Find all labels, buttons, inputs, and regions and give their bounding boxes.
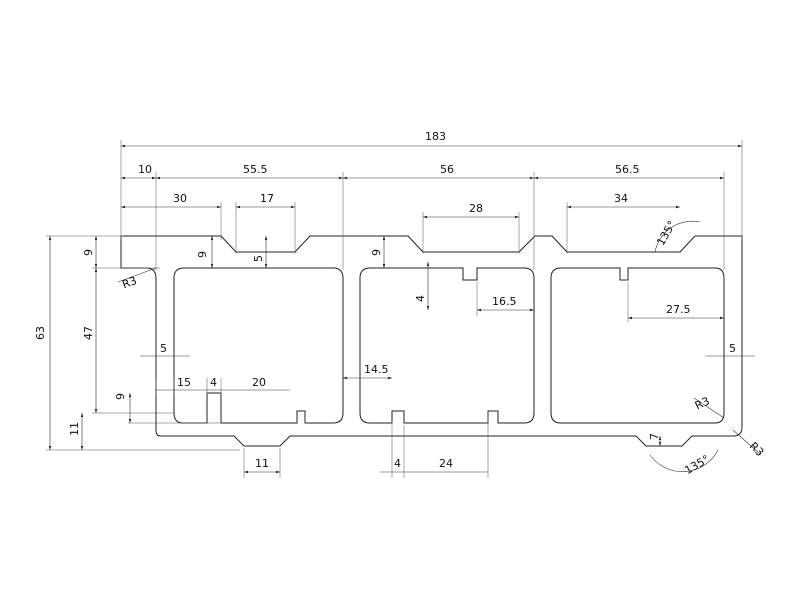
label-r3-inner: R3	[693, 394, 712, 412]
arc-135-top	[654, 220, 701, 253]
label-r3-outer: R3	[747, 440, 767, 460]
label-9-left: 9	[82, 249, 95, 256]
extension-lines	[46, 140, 743, 478]
label-24: 24	[439, 457, 453, 470]
label-183: 183	[425, 130, 446, 143]
label-135-bottom: 135°	[682, 453, 711, 478]
label-30: 30	[173, 192, 187, 205]
label-47: 47	[82, 326, 95, 340]
dimension-lines	[48, 144, 761, 474]
label-16-5: 16.5	[492, 295, 517, 308]
label-4-tab: 4	[414, 295, 427, 302]
leader-r3-outer	[732, 429, 761, 455]
label-14-5: 14.5	[364, 363, 389, 376]
label-7: 7	[648, 433, 661, 440]
label-135-top: 135°	[654, 218, 679, 247]
label-20: 20	[252, 376, 266, 389]
label-27-5: 27.5	[666, 303, 691, 316]
label-56-5: 56.5	[615, 163, 640, 176]
chamber-middle	[359, 267, 535, 424]
label-17: 17	[260, 192, 274, 205]
label-56: 56	[440, 163, 454, 176]
arc-135-bottom	[649, 449, 719, 472]
label-9-slot: 9	[114, 393, 127, 400]
profile-outline	[120, 235, 743, 447]
label-9-notch: 9	[196, 251, 209, 258]
label-4-bottom: 4	[394, 457, 401, 470]
label-5-right: 5	[729, 342, 736, 355]
chamber-right	[550, 267, 725, 424]
label-9-mid: 9	[370, 249, 383, 256]
label-4-slot: 4	[210, 376, 217, 389]
label-28: 28	[469, 202, 483, 215]
label-63: 63	[34, 326, 47, 340]
chamber-left	[173, 267, 344, 424]
label-55-5: 55.5	[243, 163, 268, 176]
label-11-left: 11	[68, 422, 81, 436]
label-5-notch: 5	[252, 255, 265, 262]
label-15: 15	[177, 376, 191, 389]
label-11-foot: 11	[255, 457, 269, 470]
label-r3-top: R3	[120, 274, 138, 291]
leader-r3-inner	[693, 397, 725, 419]
label-10: 10	[138, 163, 152, 176]
leader-r3-top	[117, 267, 157, 283]
dimension-labels: 183 10 55.5 56 56.5 30 17 28 34 135° 63 …	[34, 130, 766, 477]
label-5-left: 5	[160, 342, 167, 355]
label-34: 34	[614, 192, 628, 205]
